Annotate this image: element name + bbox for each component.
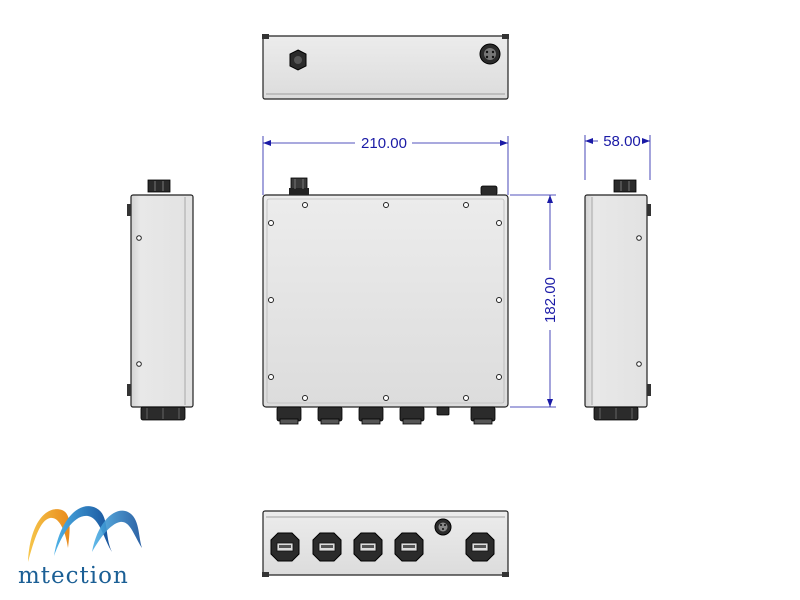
right-side-view [584, 179, 651, 421]
depth-dimension: 58.00 [584, 133, 651, 180]
depth-dimension-label: 58.00 [603, 133, 641, 150]
left-side-body [130, 194, 194, 408]
top-view-foot-left [262, 34, 269, 39]
usb-port-icon [394, 532, 424, 562]
front-view [262, 177, 509, 425]
mtection-logo: mtection [18, 506, 142, 589]
front-view-body [262, 194, 509, 408]
hex-nut-icon [289, 49, 307, 71]
front-view-top-connector-right [480, 185, 498, 196]
usb-port-icon [465, 532, 495, 562]
right-side-body [584, 194, 648, 408]
width-dimension-label: 210.00 [361, 135, 407, 152]
usb-port-icon [353, 532, 383, 562]
front-view-top-connector-left [289, 177, 309, 195]
usb-port-icon [312, 532, 342, 562]
bottom-view [262, 510, 509, 577]
front-view-screws [268, 202, 502, 401]
m12-connector-icon [479, 43, 501, 65]
right-side-top-connector [613, 179, 637, 193]
wave-logo-icon [28, 506, 142, 562]
usb-port-icon [270, 532, 300, 562]
top-view [262, 34, 509, 100]
circular-connector-icon [434, 518, 452, 536]
top-view-foot-right [502, 34, 509, 39]
brand-name: mtection [18, 563, 129, 589]
width-dimension: 210.00 [262, 135, 509, 195]
left-side-view [127, 179, 194, 421]
front-view-bottom-connectors [276, 406, 496, 425]
height-dimension: 182.00 [510, 194, 559, 408]
height-dimension-label: 182.00 [542, 277, 559, 323]
top-view-body [262, 35, 509, 100]
left-side-top-connector [147, 179, 171, 193]
